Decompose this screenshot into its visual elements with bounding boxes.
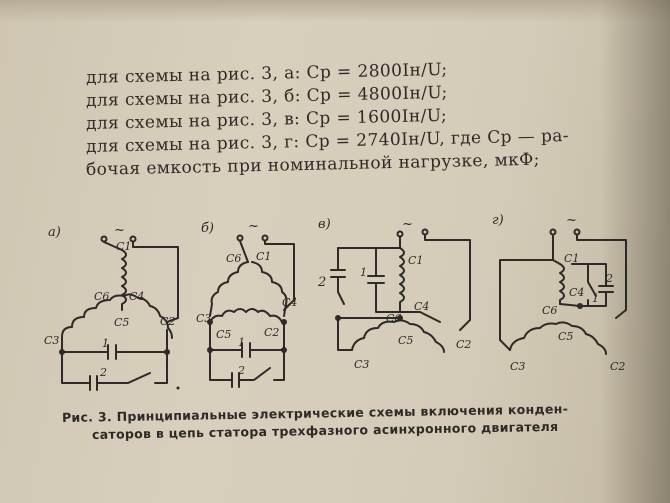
- panel-b-supply-wire: [264, 240, 295, 311]
- panel-a-terminal-left: [100, 235, 108, 243]
- panel-g-switch: [587, 263, 597, 307]
- panel-v-terminal-left: [396, 230, 404, 238]
- panel-a-winding-vertical: [121, 249, 127, 311]
- panel-b-lead: [239, 240, 249, 263]
- panel-g-label-c6: C6: [542, 304, 557, 317]
- panel-g-label-cap1: 1: [592, 292, 599, 305]
- panel-g-label-cap2: 2: [605, 272, 613, 285]
- panel-a-cap1-symbol: [107, 344, 117, 360]
- panel-b-tilde: ~: [248, 219, 259, 234]
- panel-v-winding-vertical: [399, 247, 405, 313]
- panel-g-tilde: ~: [566, 213, 577, 228]
- panel-a-label-c1: C1: [116, 240, 131, 253]
- panel-v-label-c4: C4: [414, 300, 429, 313]
- panel-a-lead: [103, 241, 123, 251]
- panel-g-label-c3: C3: [510, 360, 525, 373]
- panel-b-label-c4: C4: [282, 296, 297, 309]
- panel-v-node-left: [335, 315, 341, 321]
- panel-v-label-c6: C6: [386, 312, 401, 325]
- panel-a-winding-arc: [61, 293, 173, 339]
- panel-b-winding-right: [251, 261, 288, 317]
- panel-b-label-c3: C3: [196, 312, 211, 325]
- panel-b-label-cap1: 1: [238, 336, 245, 349]
- panel-g-label-c2: C2: [610, 360, 625, 373]
- panel-b-terminal-right: [261, 234, 269, 242]
- panel-v-terminal-right: [421, 228, 429, 236]
- panel-b-label: б): [201, 221, 214, 236]
- panel-v-supply-wire: [424, 234, 471, 331]
- panel-a-label-c2: C2: [160, 315, 175, 328]
- panel-g-label: г): [492, 213, 504, 228]
- panel-a-label-c3: C3: [44, 334, 59, 347]
- panel-a-label-c4: C4: [129, 290, 144, 303]
- panel-g-diagram: г) ~ C1 2 1 C4 C6 C5 C2 C3: [492, 213, 627, 373]
- panel-b-diagram: б) ~ C6 C1 C4 C3 C5 C2 1 2: [196, 219, 297, 388]
- panel-v-winding-arc: [351, 319, 445, 353]
- panel-b-label-cap2: 2: [237, 364, 245, 377]
- panel-v-label-c1: C1: [408, 254, 423, 267]
- panel-g-winding-arc: [509, 321, 607, 355]
- panel-g-left-wire: [499, 234, 554, 351]
- panel-a-label: а): [48, 225, 61, 240]
- panel-a-switch: [96, 351, 168, 384]
- panel-g-c4-wire: [559, 303, 581, 307]
- panel-a-label-cap2: 2: [99, 366, 107, 379]
- panel-a-label-c6: C6: [94, 290, 109, 303]
- panel-g-label-c1: C1: [564, 252, 579, 265]
- panel-a-cap1-wire: [61, 329, 168, 353]
- panel-v-label-c3: C3: [354, 358, 369, 371]
- panel-v-tilde: ~: [402, 217, 413, 232]
- panel-b-winding-left: [209, 261, 249, 317]
- panel-v-label: в): [318, 217, 331, 232]
- panel-g-terminal-right: [573, 228, 581, 236]
- panel-a-tilde: ~: [114, 223, 125, 238]
- panel-b-node-cap1: [207, 347, 213, 353]
- panel-v-diagram: в) ~ 2 1 C1 C4 C6 C5 C2 C3: [317, 217, 471, 371]
- panel-g-terminal-left: [549, 228, 557, 236]
- panel-g-supply-wire: [576, 234, 627, 319]
- panel-a-dot: [176, 386, 180, 390]
- panel-v-cap2: [330, 247, 346, 305]
- panel-a-cap2-symbol: [89, 375, 98, 391]
- panel-b-label-c2: C2: [264, 326, 279, 339]
- panel-g-lead: [552, 259, 561, 265]
- panel-b-label-c1: C1: [256, 250, 271, 263]
- panel-v-label-c5: C5: [398, 334, 413, 347]
- panel-b-label-c5: C5: [216, 328, 231, 341]
- panel-v-label-cap2: 2: [317, 275, 326, 290]
- panel-v-left-wire: [337, 317, 353, 351]
- panel-v-label-cap1: 1: [360, 266, 367, 279]
- panel-g-cap2: [571, 263, 614, 307]
- panel-g-winding-vertical: [559, 263, 565, 305]
- panel-v-cap1: [367, 247, 401, 313]
- panel-b-terminal-left: [236, 234, 244, 242]
- panel-b-label-c6: C6: [226, 252, 241, 265]
- panel-g-label-c4: C4: [569, 286, 584, 299]
- panel-a-supply-wire: [132, 241, 179, 323]
- panel-a-diagram: а) ~ C1 C4 C6 C5 C2 C3 1 2: [44, 223, 180, 391]
- panel-b-winding-bottom: [209, 308, 283, 323]
- panel-b-cap1-symbol: [241, 342, 251, 358]
- panel-v-c4-wire: [399, 311, 441, 323]
- panel-b-left-wire: [209, 321, 233, 381]
- panel-a-label-cap1: 1: [102, 337, 109, 350]
- panel-v-label-c2: C2: [456, 338, 471, 351]
- panel-g-label-c5: C5: [558, 330, 573, 343]
- panel-a-left-wire: [61, 336, 91, 384]
- page-top-edge: [0, 0, 670, 22]
- panel-g-node: [577, 303, 583, 309]
- panel-b-switch: [238, 349, 285, 381]
- panel-a-label-c5: C5: [114, 316, 129, 329]
